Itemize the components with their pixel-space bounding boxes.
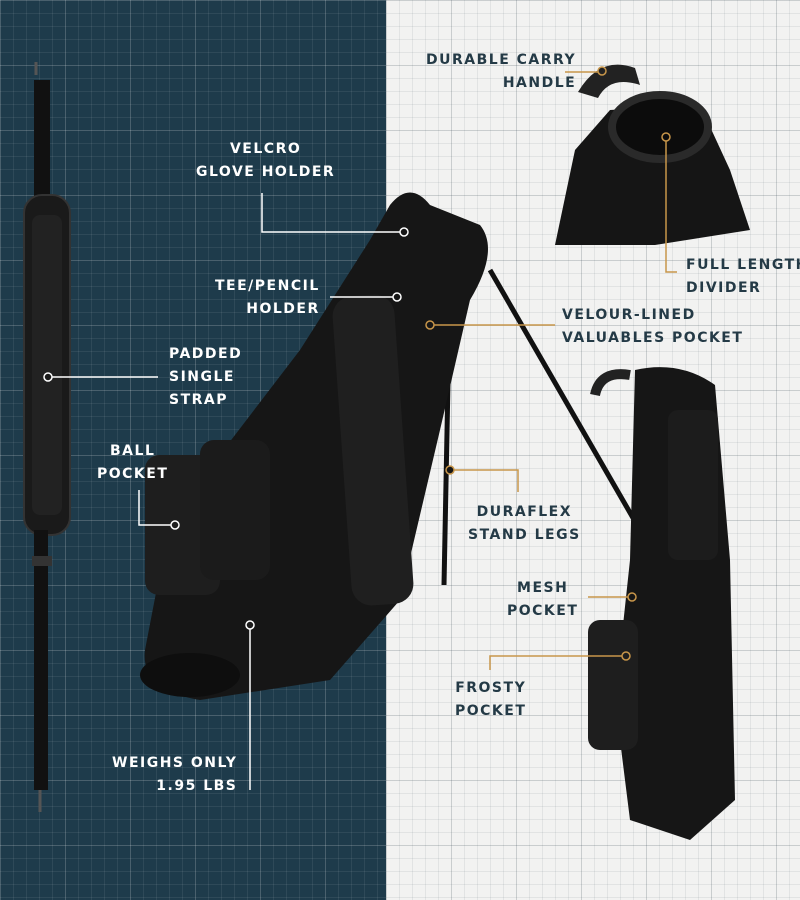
shoulder-strap-image bbox=[23, 62, 71, 812]
callout-full-length-divider: FULL LENGTH DIVIDER bbox=[686, 254, 800, 300]
main-bag-image bbox=[140, 192, 643, 700]
label-line: FROSTY bbox=[455, 680, 527, 696]
callout-velour-lined-pocket: VELOUR-LINED VALUABLES POCKET bbox=[562, 304, 743, 350]
label-line: STRAP bbox=[169, 392, 229, 408]
label-line: PADDED bbox=[169, 346, 243, 362]
label-line: BALL bbox=[110, 443, 156, 459]
label-line: SINGLE bbox=[169, 369, 235, 385]
callout-velcro-glove-holder: VELCRO GLOVE HOLDER bbox=[196, 138, 335, 184]
label-line: DURABLE CARRY bbox=[426, 52, 577, 68]
label-line: GLOVE HOLDER bbox=[196, 164, 336, 180]
label-line: POCKET bbox=[455, 703, 527, 719]
callout-padded-single-strap: PADDED SINGLE STRAP bbox=[169, 343, 242, 412]
label-line: DIVIDER bbox=[686, 280, 762, 296]
label-line: DURAFLEX bbox=[476, 504, 573, 520]
leader-lines-gold bbox=[425, 66, 677, 670]
label-line: POCKET bbox=[97, 466, 169, 482]
label-line: WEIGHS ONLY bbox=[112, 755, 238, 771]
callout-frosty-pocket: FROSTY POCKET bbox=[455, 677, 526, 723]
label-line: POCKET bbox=[507, 603, 579, 619]
side-bag-image bbox=[588, 367, 735, 840]
label-line: TEE/PENCIL bbox=[215, 278, 320, 294]
callout-weighs-only: WEIGHS ONLY 1.95 LBS bbox=[112, 752, 237, 798]
callout-tee-pencil-holder: TEE/PENCIL HOLDER bbox=[215, 275, 320, 321]
callout-ball-pocket: BALL POCKET bbox=[97, 440, 168, 486]
callout-mesh-pocket: MESH POCKET bbox=[507, 577, 578, 623]
callout-duraflex-stand-legs: DURAFLEX STAND LEGS bbox=[468, 501, 581, 547]
label-line: FULL LENGTH bbox=[686, 257, 800, 273]
label-line: VELOUR-LINED bbox=[562, 307, 696, 323]
callout-durable-carry-handle: DURABLE CARRY HANDLE bbox=[426, 49, 576, 95]
label-line: HOLDER bbox=[246, 301, 320, 317]
label-line: VALUABLES POCKET bbox=[562, 330, 744, 346]
label-line: STAND LEGS bbox=[468, 527, 581, 543]
label-line: VELCRO bbox=[229, 141, 302, 157]
label-line: HANDLE bbox=[502, 75, 577, 91]
label-line: MESH bbox=[517, 580, 569, 596]
label-line: 1.95 LBS bbox=[156, 778, 238, 794]
leader-lines-white bbox=[43, 193, 409, 790]
bag-top-inset-image bbox=[555, 64, 750, 245]
